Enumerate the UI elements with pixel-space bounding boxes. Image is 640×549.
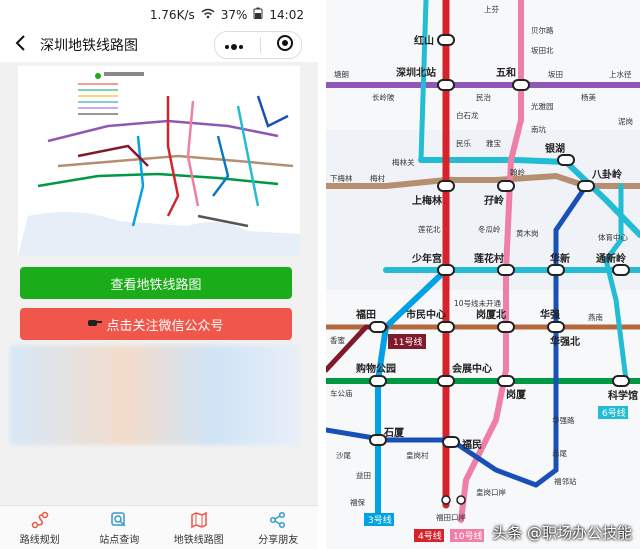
- view-map-button[interactable]: 查看地铁线路图: [20, 267, 292, 299]
- station-label: 上梅林: [412, 194, 443, 207]
- line-badge-4: 4号线: [418, 530, 442, 542]
- station-label: 岗厦: [506, 388, 527, 401]
- back-icon[interactable]: [14, 34, 26, 57]
- station-label: 翰岭: [510, 167, 525, 177]
- station-label: 白石龙: [456, 110, 479, 120]
- tab-subway-map[interactable]: 地铁线路图: [159, 506, 239, 549]
- hand-icon: [88, 317, 103, 332]
- station-label: 梅林关: [392, 157, 415, 167]
- station-label: 孖岭: [484, 194, 504, 207]
- map-icon: [190, 511, 208, 529]
- station-label: 沙尾: [336, 451, 351, 460]
- station-label: 福保: [350, 498, 365, 507]
- station-label: 市民中心: [406, 308, 446, 321]
- tab-label: 地铁线路图: [173, 534, 224, 546]
- close-miniprogram-icon[interactable]: [276, 34, 294, 56]
- station-label: 贝尔路: [531, 25, 554, 35]
- station-label: 塘朗: [334, 69, 349, 79]
- station-label: 民治: [476, 92, 491, 102]
- wifi-icon: [201, 8, 215, 22]
- follow-label: 点击关注微信公众号: [106, 318, 224, 334]
- line-badge-11: 11号线: [393, 336, 422, 348]
- station-label: 南坑: [531, 124, 546, 134]
- station-label: 福田: [355, 308, 376, 321]
- station-label: 华强: [540, 308, 560, 321]
- station-label: 银湖: [545, 142, 565, 155]
- station-label: 益田: [356, 470, 371, 480]
- status-bar: 1.76K/s 37% 14:02: [0, 0, 318, 26]
- station-label: 10号线未开通: [454, 298, 502, 308]
- clock: 14:02: [269, 7, 304, 22]
- station-label: 购物公园: [356, 362, 396, 375]
- station-label: 福民: [461, 438, 482, 451]
- station-label: 冬瓜岭: [478, 224, 501, 234]
- tab-station-search[interactable]: 站点查询: [80, 506, 160, 549]
- battery-icon: [253, 7, 263, 22]
- station-label: 皇岗村: [406, 450, 429, 460]
- station-label: 香蜜: [330, 335, 345, 345]
- more-icon[interactable]: [223, 36, 245, 55]
- capsule-divider: [259, 37, 261, 53]
- network-speed: 1.76K/s: [149, 7, 195, 22]
- station-label: 燕南: [588, 312, 603, 322]
- station-label: 莲花北: [418, 224, 441, 234]
- station-label: 赤尾: [552, 449, 567, 458]
- tab-share[interactable]: 分享朋友: [239, 506, 319, 549]
- subway-map-thumbnail[interactable]: [18, 66, 300, 256]
- station-label: 莲花村: [474, 252, 504, 265]
- tab-bar: 路线规划 站点查询 地铁线路图 分享朋友: [0, 505, 318, 549]
- station-label: 雅宝: [486, 138, 501, 148]
- station-label: 坂田北: [531, 45, 554, 55]
- station-label: 黄木岗: [516, 228, 539, 238]
- station-label: 华新: [550, 252, 570, 265]
- line-badge-6: 6号线: [602, 407, 626, 419]
- station-label: 岗厦北: [476, 308, 506, 321]
- station-label: 坂田: [548, 69, 563, 79]
- station-label: 皇岗口岸: [476, 487, 506, 497]
- station-label: 光雅园: [531, 101, 554, 111]
- station-label: 下梅林: [330, 173, 353, 183]
- station-label: 八卦岭: [591, 168, 622, 181]
- station-label: 体育中心: [598, 232, 628, 242]
- battery-percent: 37%: [220, 7, 248, 22]
- tab-label: 分享朋友: [258, 534, 299, 546]
- station-label: 梅村: [370, 173, 385, 183]
- subway-map-zoomed[interactable]: .st{font-family:"DejaVu Sans",sans-serif…: [326, 0, 640, 549]
- station-label: 上芬: [484, 4, 499, 14]
- nav-header: 深圳地铁线路图: [0, 26, 318, 62]
- tab-label: 路线规划: [19, 534, 60, 546]
- station-label: 红山: [414, 34, 434, 47]
- follow-account-button[interactable]: 点击关注微信公众号: [20, 308, 292, 340]
- line-badge-10: 10号线: [453, 530, 482, 542]
- capsule-menu: [214, 31, 302, 59]
- route-icon: [31, 511, 49, 529]
- station-label: 华强路: [552, 415, 575, 425]
- station-label: 杨美: [581, 92, 596, 102]
- share-icon: [269, 511, 287, 529]
- station-label: 上水径: [609, 69, 632, 79]
- station-label: 会展中心: [452, 362, 492, 375]
- station-label: 泥岗: [618, 117, 633, 126]
- mini-program-panel: 1.76K/s 37% 14:02 深圳地铁线路图: [0, 0, 318, 549]
- tab-label: 站点查询: [99, 534, 140, 546]
- page-title: 深圳地铁线路图: [40, 38, 138, 54]
- station-label: 石厦: [383, 427, 405, 439]
- station-label: 少年宫: [411, 252, 442, 265]
- station-label: 民乐: [456, 138, 471, 148]
- search-icon: [110, 511, 128, 529]
- station-label: 通新岭: [596, 252, 626, 265]
- panel-divider: [318, 0, 326, 549]
- line-badge-3: 3号线: [368, 514, 392, 526]
- station-label: 深圳北站: [396, 66, 436, 79]
- station-label: 科学馆: [608, 389, 638, 402]
- station-label: 五和: [496, 66, 516, 79]
- blurred-banner-ad[interactable]: [10, 345, 300, 445]
- watermark-text: 头条 @职场办公技能: [492, 524, 632, 542]
- station-label: 车公庙: [330, 388, 353, 398]
- station-label: 长岭陂: [372, 92, 395, 102]
- station-label: 华强北: [550, 335, 580, 348]
- tab-route-planning[interactable]: 路线规划: [0, 506, 80, 549]
- station-label: 福田口岸: [436, 513, 466, 522]
- station-label: 福邻站: [554, 476, 577, 486]
